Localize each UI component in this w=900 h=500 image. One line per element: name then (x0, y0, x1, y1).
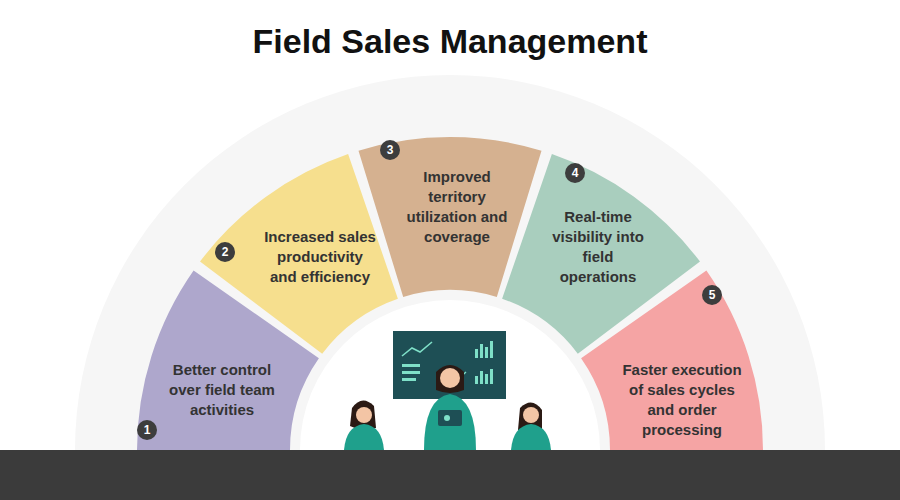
person (424, 394, 476, 450)
hair (436, 365, 464, 393)
ring-segment: Faster execution of sales cycles and ord… (581, 270, 763, 450)
segment-text: Improved territory utilization and cover… (398, 167, 516, 246)
segment-text: Better control over field team activitie… (156, 360, 288, 419)
callout-number: 3 (380, 140, 400, 160)
segment-text: Real-time visibility into field operatio… (546, 207, 650, 286)
callout-number: 5 (702, 285, 722, 305)
title: Field Sales Management (0, 22, 900, 61)
callout-number: 2 (215, 242, 235, 262)
segment-fill (200, 154, 398, 354)
dashboard-board (393, 331, 506, 399)
segment-text: Faster execution of sales cycles and ord… (616, 360, 748, 439)
callout-number: 1 (137, 420, 157, 440)
segment-text: Increased sales productivity and efficie… (264, 227, 376, 286)
callout-number: 4 (565, 163, 585, 183)
segment-fill (581, 271, 763, 451)
bottom-bar (0, 450, 900, 500)
halo (75, 75, 825, 500)
